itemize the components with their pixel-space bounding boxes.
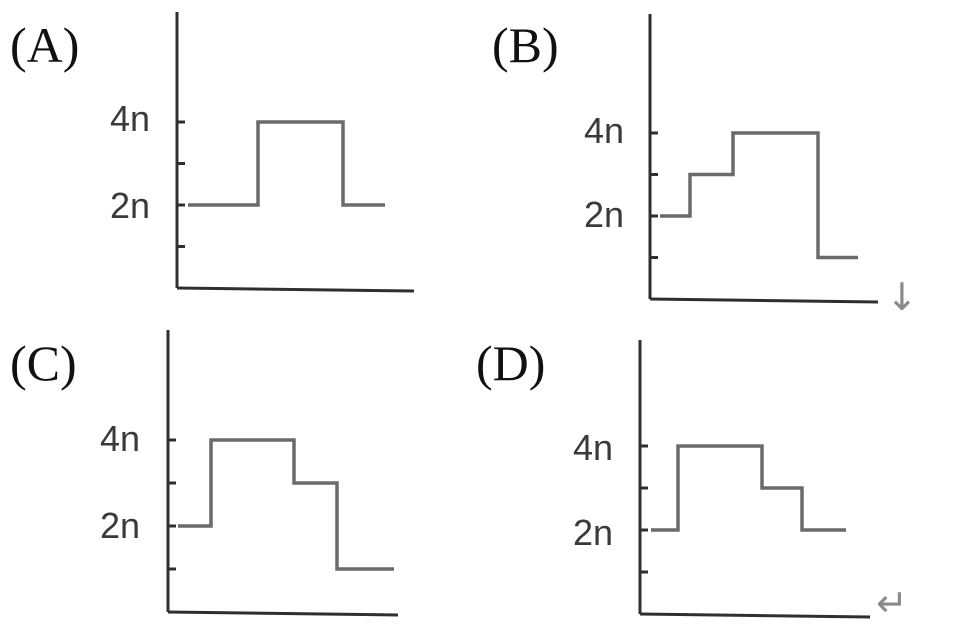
option-c-ytick-2n: 2n xyxy=(100,505,140,546)
option-c-ytick-4n: 4n xyxy=(100,418,140,459)
option-b-label: (B) xyxy=(492,17,559,73)
option-b-x-axis xyxy=(649,297,879,304)
option-d-panel: (D) 4n 2n xyxy=(476,335,871,619)
option-c-panel: (C) 4n 2n xyxy=(10,330,399,617)
option-a-ytick-2n: 2n xyxy=(110,185,150,226)
option-d-ytick-4n: 4n xyxy=(573,427,613,468)
option-d-ytick-2n: 2n xyxy=(573,512,613,553)
option-b-step-line xyxy=(660,131,858,260)
return-arrow-icon: ↵ xyxy=(876,581,908,625)
option-a-ytick-4n: 4n xyxy=(110,98,150,139)
option-a-panel: (A) 4n 2n xyxy=(10,12,415,293)
option-a-x-axis xyxy=(176,286,415,293)
option-a-step-line xyxy=(188,120,385,207)
arrow-down-icon: ↓ xyxy=(886,275,918,319)
option-b-ytick-4n: 4n xyxy=(584,110,624,151)
option-d-step-line xyxy=(651,444,846,532)
option-d-x-axis xyxy=(639,612,871,619)
option-b-panel: (B) 4n 2n xyxy=(492,14,879,304)
option-a-label: (A) xyxy=(10,17,79,73)
option-c-label: (C) xyxy=(10,335,77,391)
option-c-x-axis xyxy=(167,610,399,617)
option-d-label: (D) xyxy=(476,335,545,391)
option-c-step-line xyxy=(178,438,394,571)
option-b-ytick-2n: 2n xyxy=(584,194,624,235)
